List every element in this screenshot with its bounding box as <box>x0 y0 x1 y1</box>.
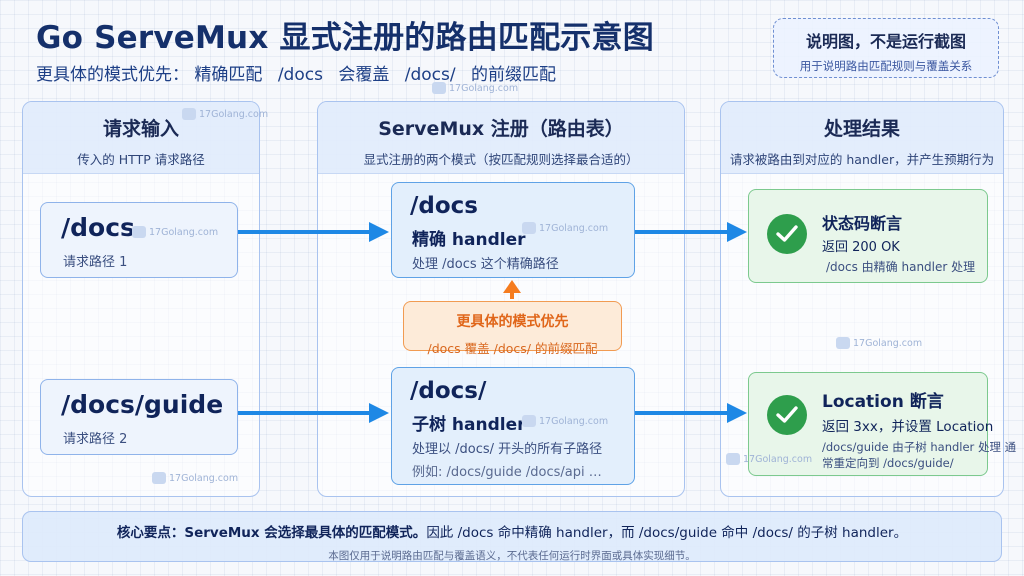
watermark: 17Golang.com <box>152 472 238 484</box>
result-line2: /docs/guide 由子树 handler 处理 通常重定向到 /docs/… <box>822 440 1017 470</box>
watermark-text: 17Golang.com <box>539 415 609 427</box>
watermark-text: 17Golang.com <box>449 82 519 94</box>
key-point-lead: 核心要点：ServeMux 会选择最具体的匹配模式。 <box>116 525 427 541</box>
watermark: 17Golang.com <box>522 222 608 234</box>
watermark-logo-icon <box>132 226 146 238</box>
result-line1: 返回 3xx，并设置 Location <box>822 419 994 435</box>
watermark-text: 17Golang.com <box>539 222 609 234</box>
check-circle-icon <box>767 214 807 254</box>
arrow-request2-to-subtree <box>238 403 389 423</box>
watermark-text: 17Golang.com <box>853 337 923 349</box>
requests-column-title: 请求输入 <box>102 118 179 140</box>
arrow-priority-up <box>503 280 521 299</box>
watermark: 17Golang.com <box>182 108 268 120</box>
route-description: 处理 /docs 这个精确路径 <box>412 257 559 272</box>
request-card-docs: /docs 请求路径 1 <box>40 202 238 278</box>
results-column-title: 处理结果 <box>823 118 900 140</box>
result-card-status: 状态码断言 返回 200 OK /docs 由精确 handler 处理 <box>748 189 988 283</box>
results-column-subtitle: 请求被路由到对应的 handler，并产生预期行为 <box>729 152 995 167</box>
subtitle-mid: 会覆盖 <box>338 65 390 85</box>
request-path: /docs/guide <box>61 390 224 419</box>
result-title: 状态码断言 <box>822 214 903 233</box>
watermark-text: 17Golang.com <box>169 472 239 484</box>
route-pattern: /docs/ <box>410 378 487 404</box>
watermark-text: 17Golang.com <box>149 226 219 238</box>
watermark: 17Golang.com <box>726 453 812 465</box>
page-title: Go ServeMux 显式注册的路由匹配示意图 <box>36 20 654 56</box>
subtitle-tail: 的前缀匹配 <box>471 65 557 85</box>
watermark-logo-icon <box>522 415 536 427</box>
check-circle-icon <box>767 395 807 435</box>
priority-detail: /docs 覆盖 /docs/ 的前缀匹配 <box>427 341 598 356</box>
watermark: 17Golang.com <box>432 82 518 94</box>
note-subtitle: 用于说明路由匹配规则与覆盖关系 <box>799 59 973 73</box>
watermark-text: 17Golang.com <box>743 453 813 465</box>
request-label: 请求路径 1 <box>63 255 128 270</box>
key-point-banner: 核心要点：ServeMux 会选择最具体的匹配模式。因此 /docs 命中精确 … <box>22 511 1002 562</box>
requests-column-header: 请求输入 传入的 HTTP 请求路径 <box>23 102 259 174</box>
result-line2: /docs 由精确 handler 处理 <box>826 260 976 274</box>
subtitle-code-exact: /docs <box>277 65 323 85</box>
watermark-logo-icon <box>182 108 196 120</box>
route-example: 例如: /docs/guide /docs/api … <box>412 465 602 480</box>
watermark-logo-icon <box>432 82 446 94</box>
route-pattern: /docs <box>410 193 478 219</box>
arrow-request1-to-exact <box>238 222 389 242</box>
watermark-logo-icon <box>522 222 536 234</box>
route-handler: 精确 handler <box>412 230 526 250</box>
servemux-column-title: ServeMux 注册（路由表） <box>378 118 624 140</box>
route-description: 处理以 /docs/ 开头的所有子路径 <box>412 442 603 457</box>
watermark-logo-icon <box>836 337 850 349</box>
subtitle-lead: 更具体的模式优先： 精确匹配 <box>36 65 263 85</box>
request-path: /docs <box>61 213 135 242</box>
key-point-note: 本图仅用于说明路由匹配与覆盖语义，不代表任何运行时界面或具体实现细节。 <box>328 550 696 562</box>
arrow-exact-to-status <box>635 222 747 242</box>
note-title: 说明图，不是运行截图 <box>805 32 966 51</box>
requests-column-subtitle: 传入的 HTTP 请求路径 <box>77 152 205 167</box>
servemux-column-subtitle: 显式注册的两个模式（按匹配规则选择最合适的） <box>363 152 639 167</box>
route-card-subtree: /docs/ 子树 handler 处理以 /docs/ 开头的所有子路径 例如… <box>391 367 635 485</box>
watermark: 17Golang.com <box>836 337 922 349</box>
result-title: Location 断言 <box>822 392 944 412</box>
watermark: 17Golang.com <box>522 415 608 427</box>
result-line1: 返回 200 OK <box>822 240 900 255</box>
results-column-header: 处理结果 请求被路由到对应的 handler，并产生预期行为 <box>721 102 1003 174</box>
arrow-subtree-to-location <box>635 403 747 423</box>
subtitle-code-prefix: /docs/ <box>404 65 456 85</box>
request-card-docs-guide: /docs/guide 请求路径 2 <box>40 379 238 455</box>
watermark-text: 17Golang.com <box>199 108 269 120</box>
route-card-exact: /docs 精确 handler 处理 /docs 这个精确路径 <box>391 182 635 278</box>
page-subtitle: 更具体的模式优先： 精确匹配 /docs 会覆盖 /docs/ 的前缀匹配 <box>36 60 556 85</box>
route-handler: 子树 handler <box>412 415 526 435</box>
illustration-note: 说明图，不是运行截图 用于说明路由匹配规则与覆盖关系 <box>773 18 999 78</box>
watermark-logo-icon <box>726 453 740 465</box>
result-card-location: Location 断言 返回 3xx，并设置 Location /docs/gu… <box>748 372 1016 476</box>
key-point-text: 核心要点：ServeMux 会选择最具体的匹配模式。因此 /docs 命中精确 … <box>23 521 1001 541</box>
priority-note: 更具体的模式优先 /docs 覆盖 /docs/ 的前缀匹配 <box>403 301 622 356</box>
priority-title: 更具体的模式优先 <box>456 314 569 330</box>
watermark: 17Golang.com <box>132 226 218 238</box>
watermark-logo-icon <box>152 472 166 484</box>
key-point-rest: 因此 /docs 命中精确 handler，而 /docs/guide 命中 /… <box>426 525 908 541</box>
servemux-column-header: ServeMux 注册（路由表） 显式注册的两个模式（按匹配规则选择最合适的） <box>318 102 684 174</box>
request-label: 请求路径 2 <box>63 432 128 447</box>
